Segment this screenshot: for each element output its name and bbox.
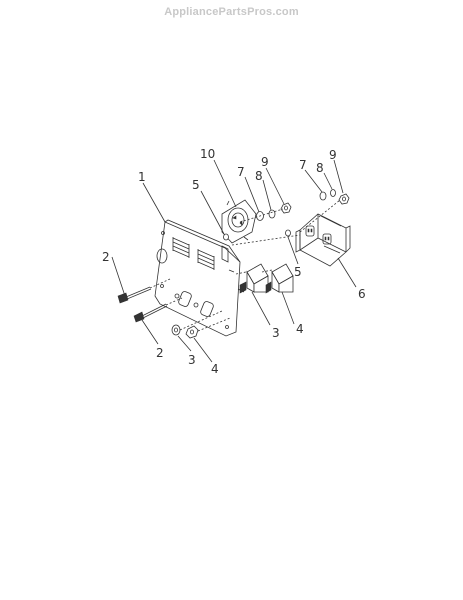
duplex-outlet[interactable]: [295, 213, 351, 267]
callout-5-left: 5: [192, 178, 200, 192]
washer-5-right[interactable]: [285, 229, 291, 237]
callout-3-lower: 3: [188, 353, 196, 367]
callout-1: 1: [138, 170, 146, 184]
callout-4-right: 4: [296, 322, 304, 336]
round-receptacle[interactable]: [221, 199, 257, 244]
nut-9-right[interactable]: [338, 193, 350, 205]
nut-4-below[interactable]: [185, 325, 199, 339]
callout-7-left: 7: [237, 165, 245, 179]
circuit-breaker-right[interactable]: [265, 263, 294, 294]
callout-9-left: 9: [261, 155, 269, 169]
callout-5-right: 5: [294, 265, 302, 279]
callout-3-right: 3: [272, 326, 280, 340]
screw-2-upper[interactable]: [117, 286, 152, 304]
leader-lines: [111, 159, 357, 363]
callout-2-lower: 2: [156, 346, 164, 360]
callout-8-left: 8: [255, 169, 263, 183]
callout-9-right: 9: [329, 148, 337, 162]
washer-7-right[interactable]: [319, 191, 327, 201]
callout-8-right: 8: [316, 161, 324, 175]
lockwasher-8-left[interactable]: [268, 209, 276, 219]
callout-7-right: 7: [299, 158, 307, 172]
control-panel-plate[interactable]: [154, 219, 241, 337]
nut-3-below[interactable]: [171, 324, 181, 336]
alignment-lines: [149, 199, 341, 332]
callout-4-lower: 4: [211, 362, 219, 376]
callout-6: 6: [358, 287, 366, 301]
washer-5-left[interactable]: [223, 233, 229, 241]
circuit-breaker-left[interactable]: [237, 263, 269, 294]
callout-10: 10: [200, 147, 215, 161]
nut-9-left[interactable]: [280, 202, 292, 214]
watermark: AppliancePartsPros.com: [164, 6, 299, 18]
screw-2-lower[interactable]: [133, 303, 168, 323]
callout-2-upper: 2: [102, 250, 110, 264]
lockwasher-8-right[interactable]: [330, 189, 336, 197]
